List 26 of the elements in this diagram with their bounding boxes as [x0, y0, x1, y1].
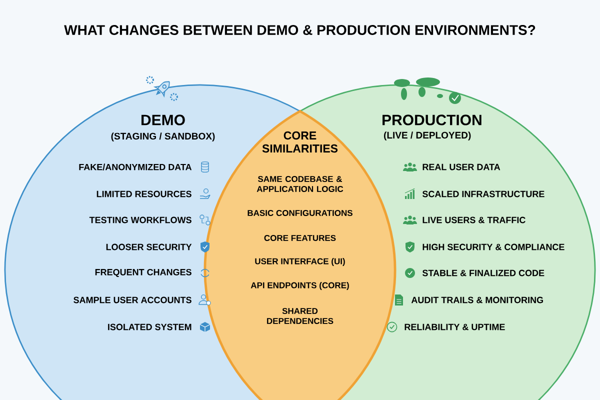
- list-item: CORE FEATURES: [264, 235, 336, 241]
- title: WHAT CHANGES BETWEEN DEMO & PRODUCTION ENVIRONMENTS?: [64, 25, 536, 35]
- list-item: RELIABILITY & UPTIME: [404, 324, 505, 330]
- section-heading: CORE SIMILARITIES: [262, 131, 338, 153]
- list-item: LIVE USERS & TRAFFIC: [422, 216, 526, 224]
- list-item: USER INTERFACE (UI): [255, 258, 345, 266]
- list-item: REAL USER DATA: [422, 164, 500, 170]
- list-item: ISOLATED SYSTEM: [108, 324, 192, 330]
- circle-subtitle: (STAGING / SANDBOX): [111, 132, 215, 142]
- list-item: SCALED INFRASTRUCTURE: [422, 190, 544, 198]
- list-item: LIMITED RESOURCES: [96, 190, 192, 198]
- list-item: STABLE & FINALIZED CODE: [422, 270, 544, 276]
- list-item: FREQUENT CHANGES: [95, 268, 192, 278]
- list-item: SHARED DEPENDENCIES: [267, 308, 334, 324]
- circle-heading: PRODUCTION: [382, 114, 482, 126]
- list-item: API ENDPOINTS (CORE): [250, 282, 349, 290]
- circle-subtitle: (LIVE / DEPLOYED): [384, 132, 471, 140]
- list-item: TESTING WORKFLOWS: [89, 216, 192, 224]
- list-item: SAME CODEBASE & APPLICATION LOGIC: [256, 176, 344, 192]
- list-item: SAMPLE USER ACCOUNTS: [74, 296, 192, 304]
- list-item: LOOSER SECURITY: [106, 244, 192, 250]
- list-item: BASIC CONFIGURATIONS: [248, 210, 352, 216]
- list-item: FAKE/ANONYMIZED DATA: [79, 164, 192, 170]
- circle-heading: DEMO: [142, 114, 185, 126]
- list-item: AUDIT TRAILS & MONITORING: [411, 296, 543, 304]
- list-item: HIGH SECURITY & COMPLIANCE: [422, 244, 564, 250]
